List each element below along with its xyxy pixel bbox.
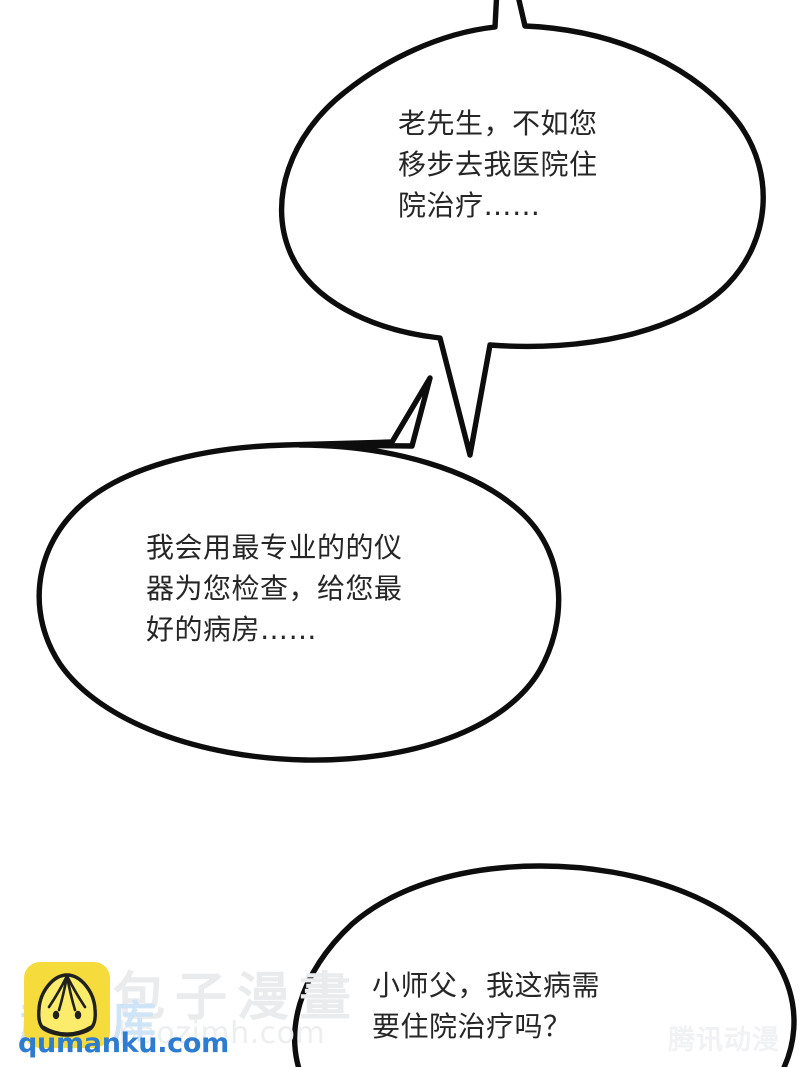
speech-bubble-1-shape (278, 0, 766, 458)
baozimh-chinese-watermark: 包子漫畫 (113, 968, 362, 1028)
baozi-bun-logo-icon (24, 962, 110, 1048)
speech-bubble-1-text: 老先生，不如您 移步去我医院住 院治疗…… (398, 107, 598, 222)
baozimh-url-watermark: baozimh.com (118, 1016, 326, 1051)
qumanku-url-watermark: qumanku.com (18, 1028, 229, 1059)
tencent-comics-watermark: 腾讯动漫 (668, 1025, 780, 1056)
speech-bubble-3-text: 小师父，我这病需 要住院治疗吗？ (372, 969, 601, 1043)
speech-bubble-2-text: 我会用最专业的的仪 器为您检查，给您最 好的病房…… (146, 531, 403, 646)
